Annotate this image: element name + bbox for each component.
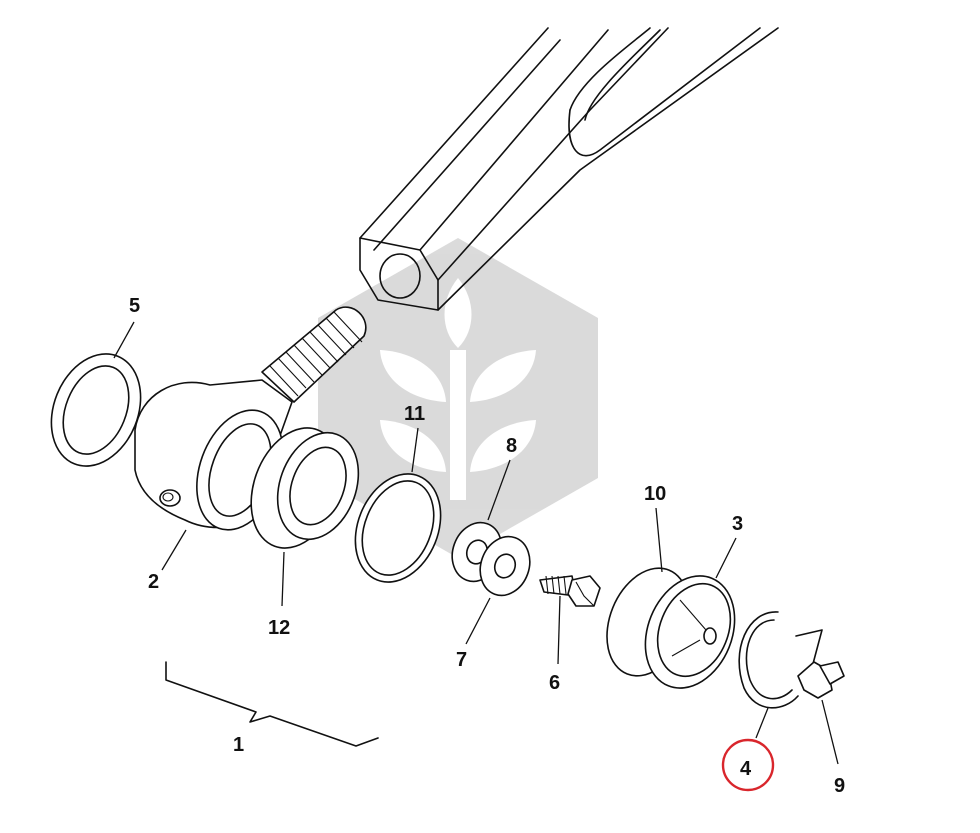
snap-ring-4 <box>738 611 799 709</box>
leader-lines <box>113 321 839 765</box>
callout-9: 9 <box>834 775 845 797</box>
callout-10: 10 <box>644 483 666 505</box>
grease-fitting-9 <box>797 661 845 699</box>
threaded-stud <box>261 306 367 403</box>
callout-3: 3 <box>732 513 743 535</box>
callout-6: 6 <box>549 672 560 694</box>
assembly-bracket-1 <box>165 661 379 747</box>
highlight-circle <box>721 738 775 792</box>
callout-8: 8 <box>506 435 517 457</box>
callout-2: 2 <box>148 571 159 593</box>
cover-cap-3 <box>644 575 736 689</box>
washer-7 <box>479 535 531 597</box>
callout-11: 11 <box>404 403 425 425</box>
wheat-hexagon-logo-watermark <box>318 238 598 558</box>
callout-4: 4 <box>740 758 752 780</box>
bearing-12 <box>250 427 360 549</box>
callout-12: 12 <box>268 617 290 639</box>
callout-labels: 1 2 3 4 5 6 7 8 9 10 11 12 <box>129 295 845 797</box>
o-ring-11 <box>354 473 442 583</box>
callout-1: 1 <box>233 734 244 756</box>
bolt-6 <box>539 575 601 607</box>
arm-tube <box>359 27 779 311</box>
seal-ring-5 <box>50 353 142 467</box>
callout-5: 5 <box>129 295 140 317</box>
callout-7: 7 <box>456 649 467 671</box>
